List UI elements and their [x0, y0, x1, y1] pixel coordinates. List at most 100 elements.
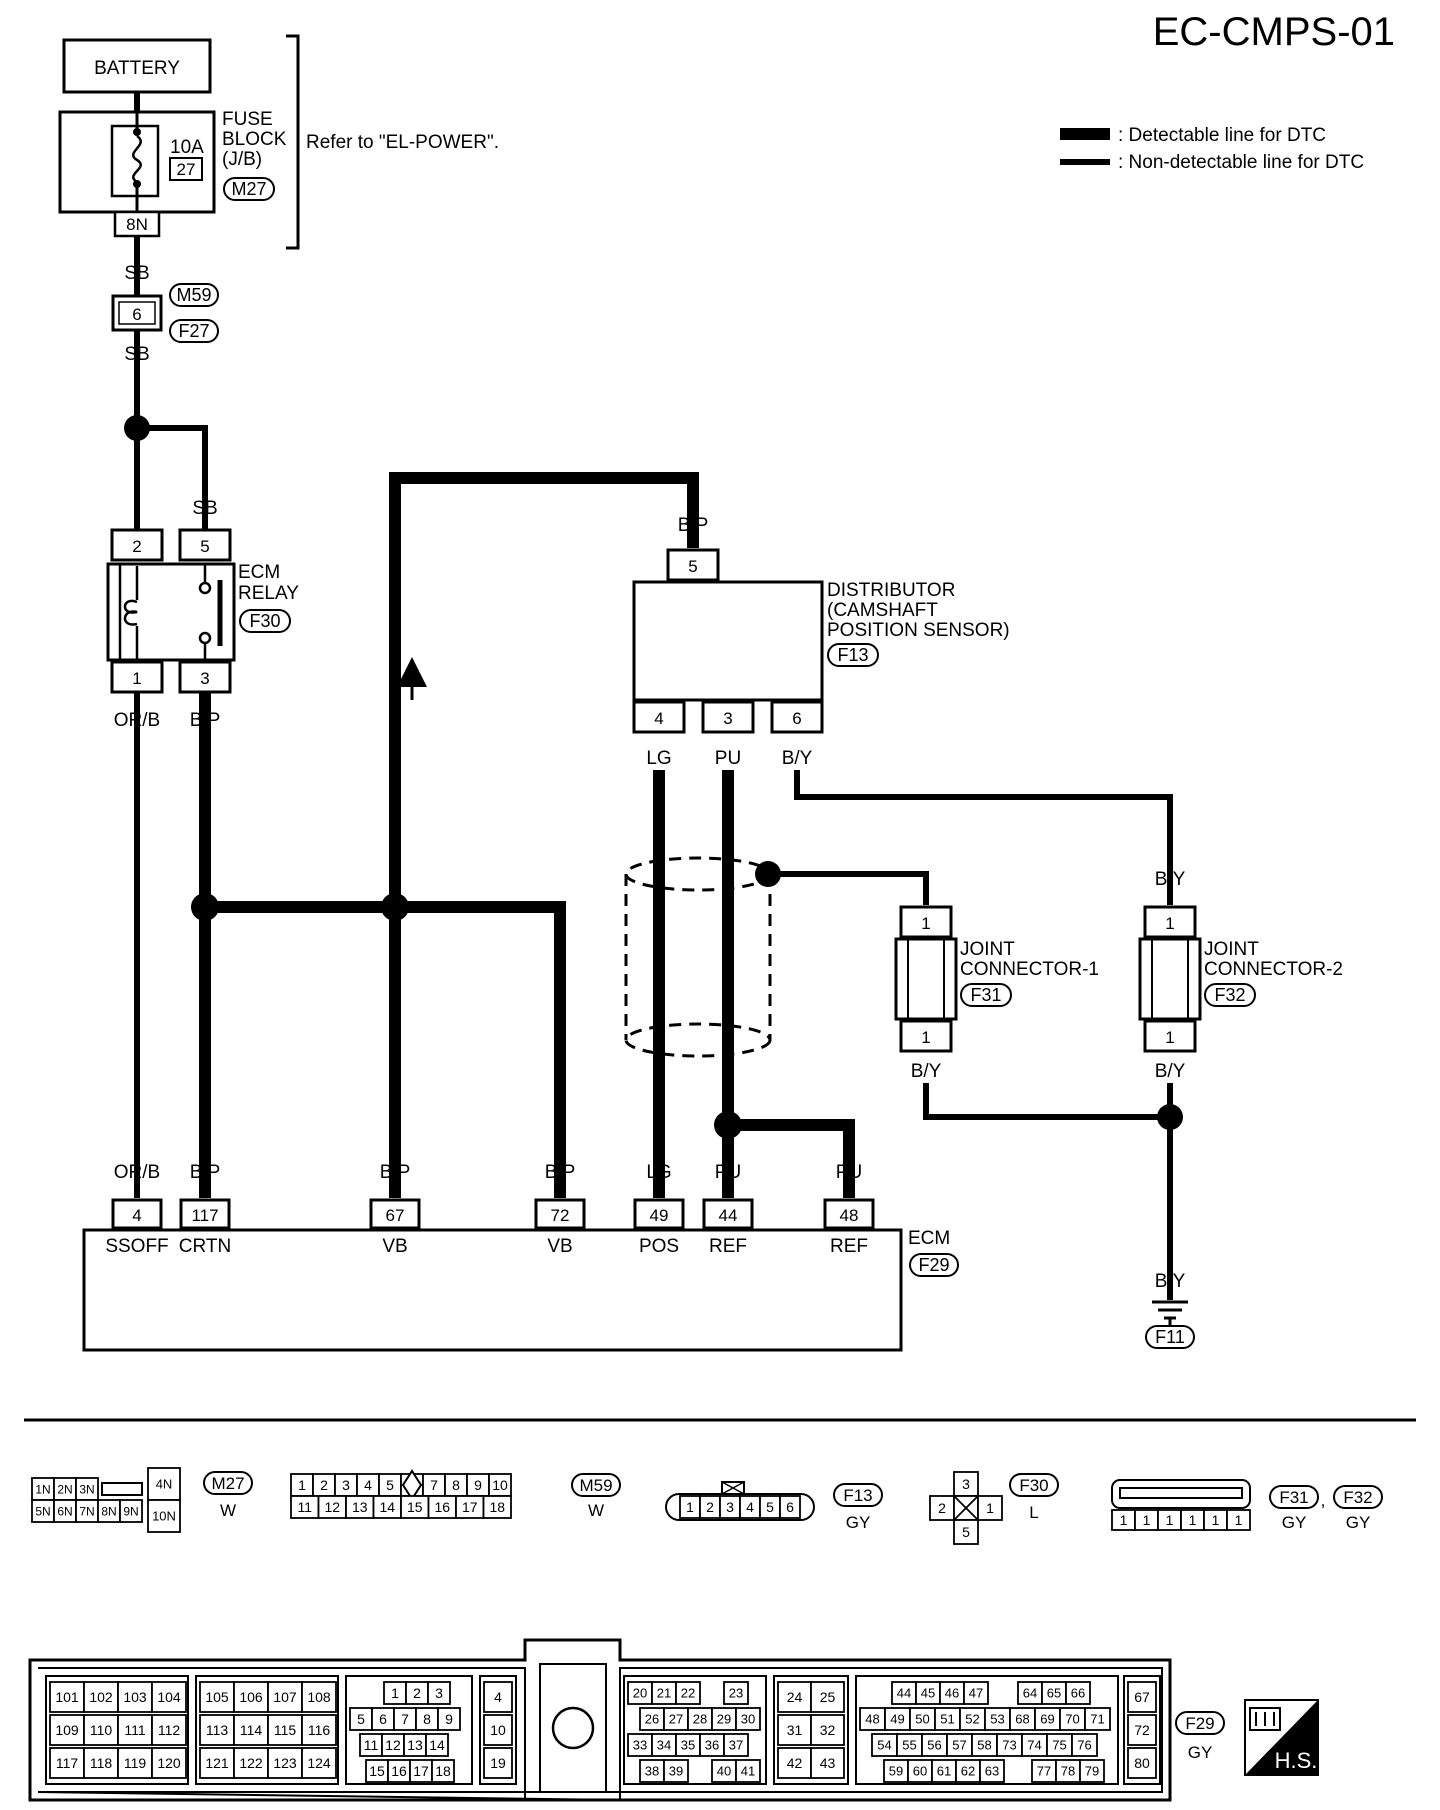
f30-cross-icon [953, 1495, 979, 1521]
m59-pin: 16 [434, 1499, 450, 1515]
pin-cell [963, 1681, 989, 1705]
refer-text: Refer to "EL-POWER". [306, 132, 499, 153]
wire-label-bp-3: B/P [380, 1162, 411, 1183]
ecm: ECM F29 4SSOFF117CRTN67VB72VB49POS44REF4… [82, 1198, 959, 1352]
joint1-pin-bottom: 1 [921, 1028, 930, 1047]
pin-cell [735, 1759, 761, 1783]
ecm-terminal-name: REF [709, 1236, 747, 1257]
pin-cell [1127, 1747, 1157, 1779]
f29-pin: 56 [927, 1738, 941, 1753]
f31-separator: , [1321, 1491, 1326, 1510]
f29-pin: 71 [1090, 1712, 1104, 1727]
f29-pin: 12 [385, 1737, 401, 1753]
pin-cell [779, 1495, 801, 1519]
dist-pin-3: 3 [723, 709, 732, 728]
fuse-terminal-8n: 8N [126, 215, 148, 234]
f29-pin: 27 [669, 1712, 683, 1727]
f29-pin: 66 [1071, 1686, 1085, 1701]
m59-pin: 12 [324, 1499, 340, 1515]
f29-pin: 9 [445, 1711, 453, 1727]
pin-cell [83, 1681, 119, 1713]
wire-label-orb-2: OR/B [114, 1162, 160, 1183]
ecm-terminal-box [633, 1198, 685, 1230]
f31-pin: 1 [1189, 1512, 1197, 1528]
splice-by [1157, 1104, 1183, 1130]
joint1-pin-top: 1 [921, 914, 930, 933]
f29-pin: 72 [1134, 1722, 1150, 1738]
f30-pin: 1 [986, 1500, 994, 1516]
pin-cell [675, 1681, 701, 1705]
ecm-relay: 2 5 1 3 ECM RELAY F30 [106, 528, 299, 694]
f29-pin: 34 [657, 1738, 671, 1753]
wire-bp-to-distributor [389, 472, 699, 1198]
f29-pin: 53 [990, 1712, 1004, 1727]
joint-connector-2: 1 1 JOINT CONNECTOR-2 F32 [1138, 905, 1343, 1053]
pin-cell [1127, 1681, 1157, 1713]
wire-label-lg-1: LG [646, 748, 671, 769]
pin-cell [147, 1499, 181, 1533]
ecm-terminal-pin: 49 [650, 1206, 669, 1225]
ecm-terminal-name: SSOFF [105, 1236, 168, 1257]
wire-bp-to-72 [395, 901, 566, 1198]
ecm-terminal-pin: 44 [719, 1206, 738, 1225]
f13-pin: 6 [786, 1499, 794, 1515]
pin-cell [1127, 1714, 1157, 1746]
m27-pin: 1N [35, 1482, 50, 1496]
relay-pin-1: 1 [132, 669, 141, 688]
f29-pin: 109 [55, 1722, 79, 1738]
connector-tag [1175, 1711, 1225, 1735]
fuse-title-3: (J/B) [222, 149, 262, 170]
f29-pin: 41 [741, 1764, 755, 1779]
f29-pin: 7 [401, 1711, 409, 1727]
pin-cell [1226, 1509, 1251, 1531]
f29-pin: 44 [897, 1686, 911, 1701]
ecm-terminal-box [534, 1198, 586, 1230]
dist-title-2: (CAMSHAFT [827, 600, 938, 621]
f29-pin: 60 [913, 1764, 927, 1779]
joint2-title-2: CONNECTOR-2 [1204, 959, 1343, 980]
joint2-pin-top: 1 [1165, 914, 1174, 933]
m59-pin: 1 [298, 1477, 306, 1493]
pin-cell [1071, 1733, 1098, 1757]
f32-color: GY [1346, 1513, 1371, 1532]
distributor: 5 4 3 6 DISTRIBUTOR (CAMSHAFT POSITION S… [632, 548, 1010, 734]
ecm-terminal-pin: 72 [551, 1206, 570, 1225]
pin-cell [151, 1681, 187, 1713]
m59-color: W [588, 1501, 604, 1520]
f29-pin: 11 [364, 1737, 379, 1753]
f29-bolt-icon [551, 1706, 595, 1750]
f29-pin: 54 [877, 1738, 891, 1753]
pin-cell [1084, 1707, 1111, 1731]
f29-pin: 106 [239, 1689, 263, 1705]
connector-tag [203, 1471, 253, 1495]
m59-pin: 18 [489, 1499, 505, 1515]
pin-cell [301, 1714, 337, 1746]
f29-pin: 75 [1052, 1738, 1066, 1753]
m59-pin: 14 [379, 1499, 395, 1515]
f29-pin: 37 [729, 1738, 743, 1753]
f29-pin: 65 [1047, 1686, 1061, 1701]
joint2-pin-bottom: 1 [1165, 1028, 1174, 1047]
ecm-terminal-pin: 4 [132, 1206, 141, 1225]
wire-by-dist-joint2 [794, 770, 1173, 905]
f29-pin: 3 [435, 1685, 443, 1701]
f30-id: F30 [1019, 1476, 1048, 1495]
inline-connector-m59: M59 [176, 285, 211, 305]
f29-pin: 47 [969, 1686, 983, 1701]
ecm-terminal-pin: 67 [386, 1206, 405, 1225]
f29-pin: 51 [940, 1712, 954, 1727]
pin-cell [979, 1759, 1005, 1783]
dist-pin-4: 4 [654, 709, 663, 728]
wire-by-joint1-splice [923, 1083, 1170, 1120]
pin-cell [777, 1714, 812, 1746]
f29-pin: 67 [1134, 1689, 1150, 1705]
wire-label-pu-3: PU [836, 1162, 862, 1183]
f29-pin: 17 [413, 1763, 429, 1779]
pin-cell [810, 1714, 845, 1746]
f13-id: F13 [843, 1486, 872, 1505]
